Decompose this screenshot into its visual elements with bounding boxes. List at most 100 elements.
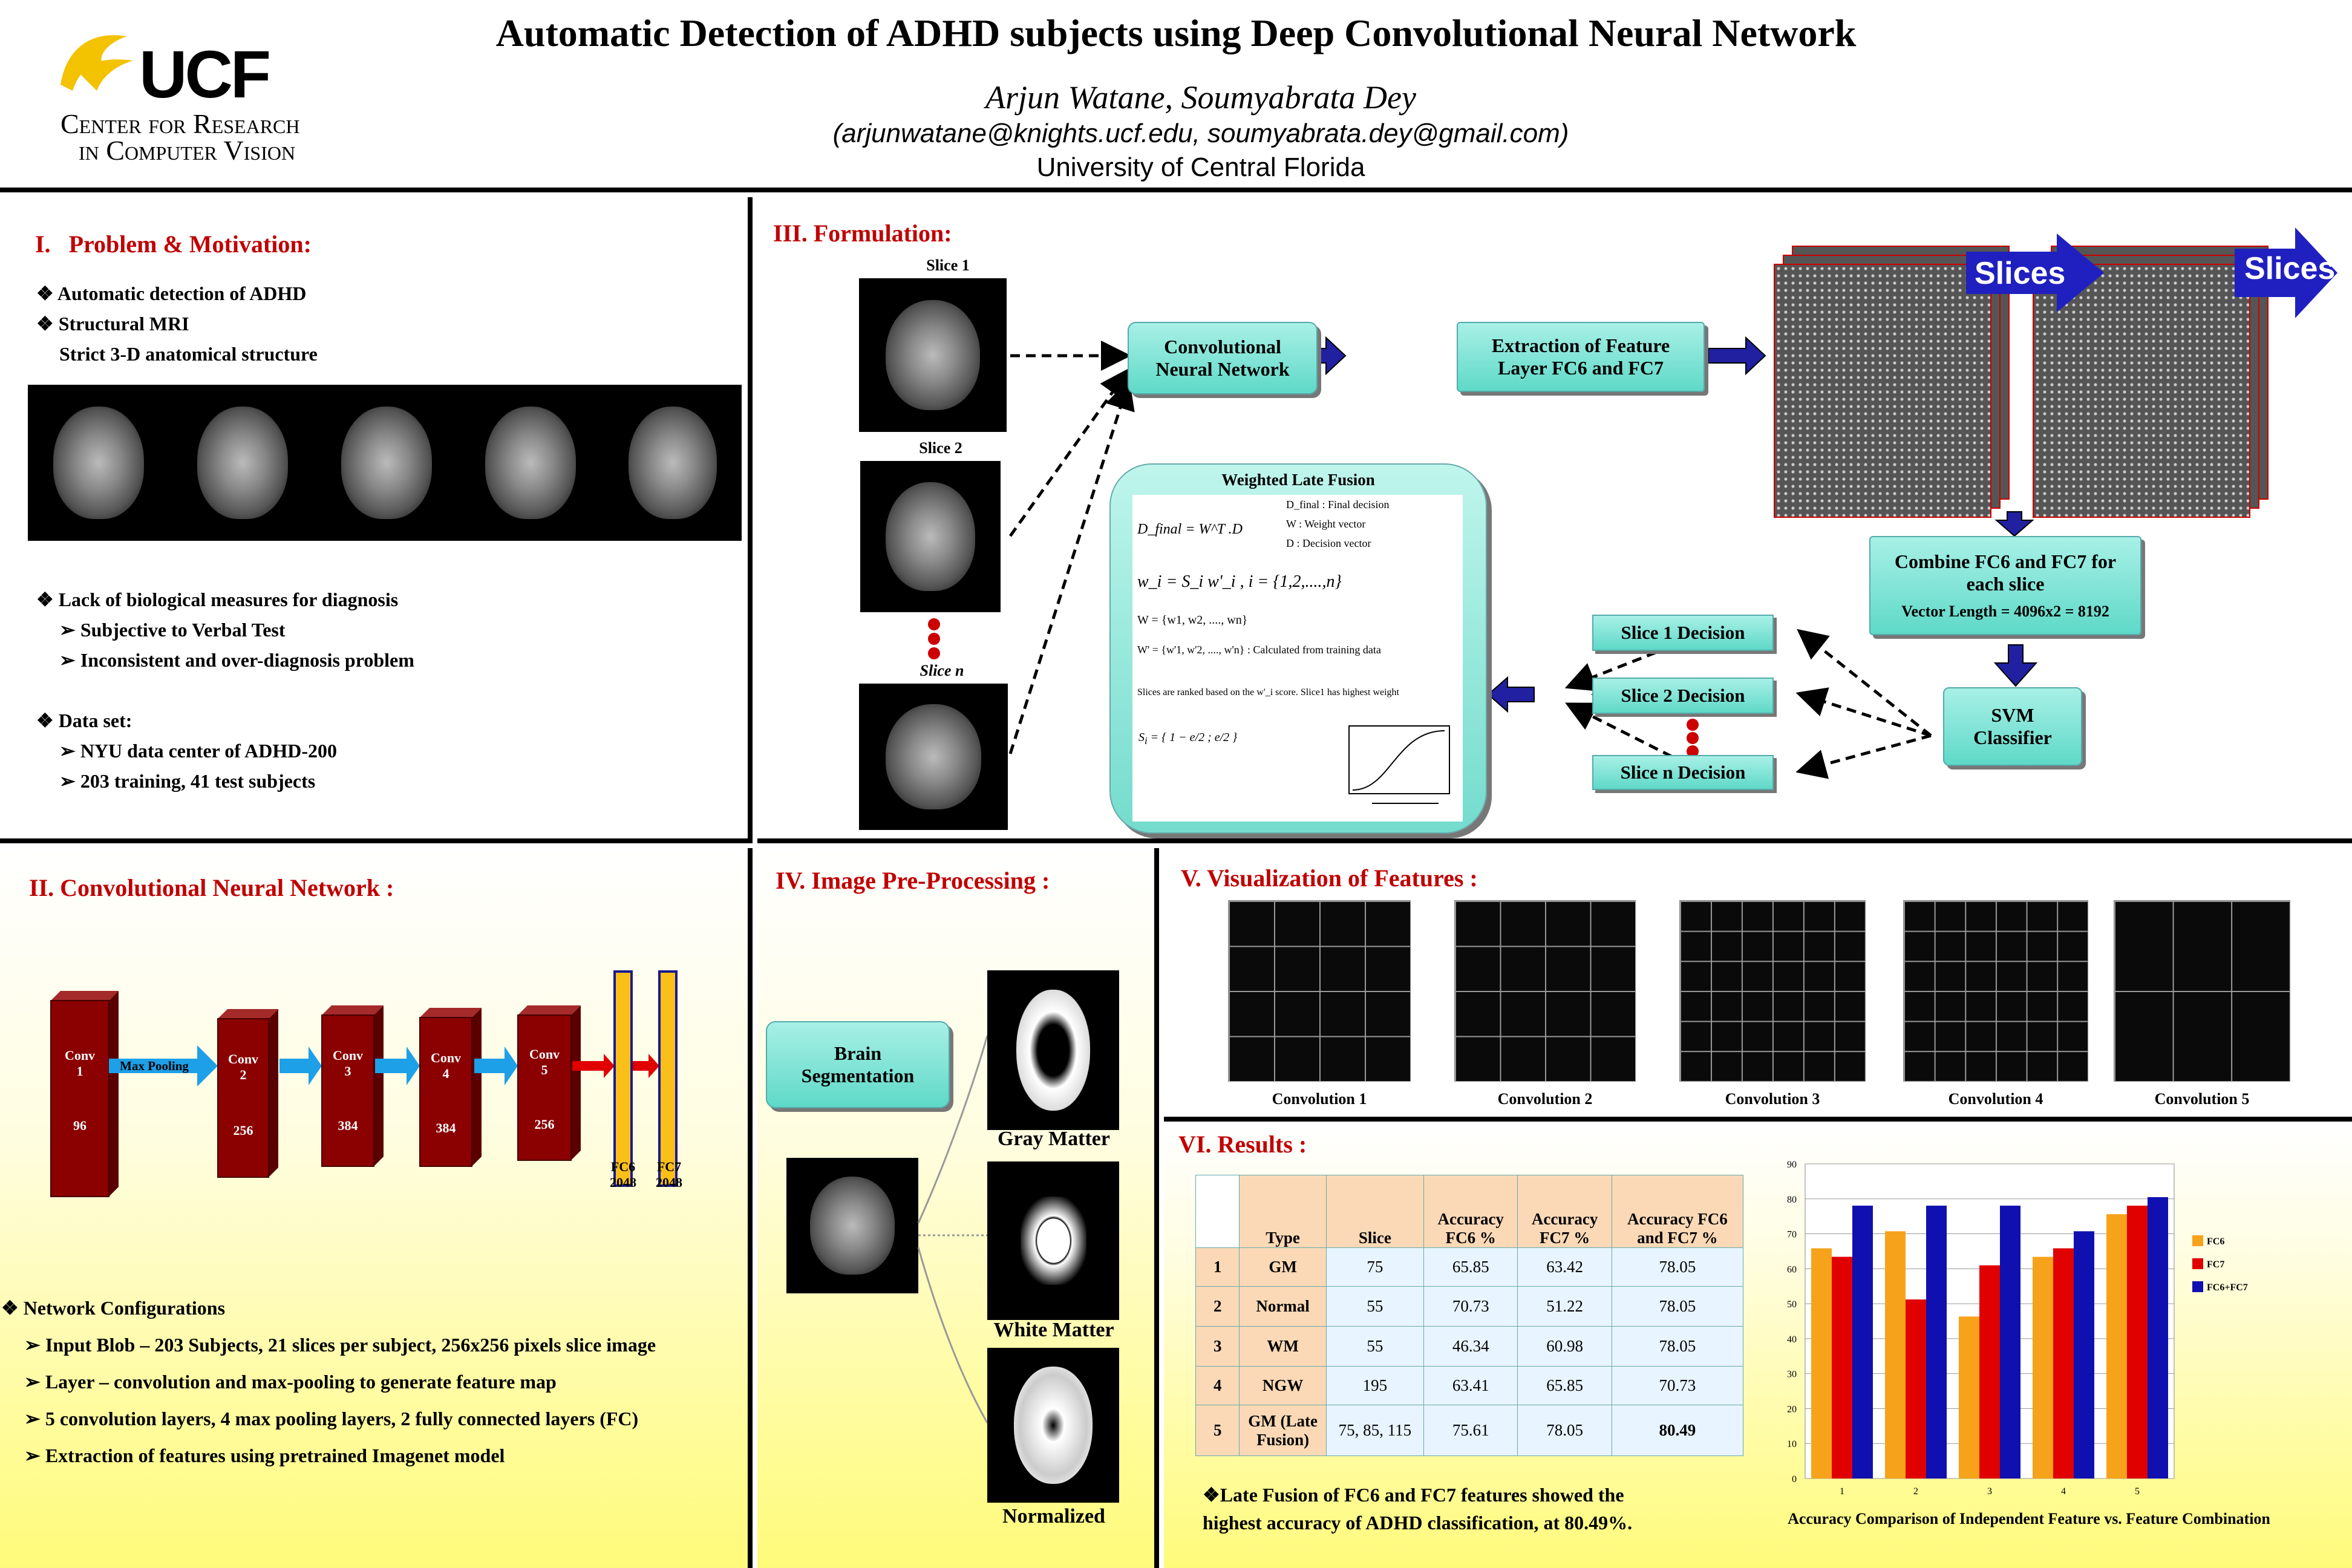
conv3-label: Conv 3 — [332, 1048, 364, 1079]
section-title: V. Visualization of Features : — [1181, 864, 1478, 892]
normalized-image — [987, 1348, 1119, 1503]
section-problem: I. Problem & Motivation: ❖ Automatic det… — [0, 197, 753, 843]
equation: W : Weight vector — [1286, 518, 1366, 530]
config-item: ➢ Extraction of features using pretraine… — [24, 1445, 505, 1466]
ellipsis-dot — [1687, 745, 1699, 757]
equation: w_i = S_i w'_i , i = {1,2,....,n} — [1137, 572, 1342, 591]
bar — [2000, 1206, 2020, 1478]
conclusion: ❖Late Fusion of FC6 and FC7 features sho… — [1203, 1481, 1632, 1537]
bar — [2033, 1256, 2053, 1478]
fusion-equations: D_final = W^T .D D_final : Final decisio… — [1132, 495, 1463, 822]
bullet: ❖ Data set: — [36, 710, 132, 731]
network-configs: ❖ Network Configurations ➢ Input Blob – … — [1, 1290, 656, 1474]
table-cell: 55 — [1325, 1326, 1425, 1367]
equation: D_final : Final decision — [1286, 498, 1390, 511]
y-tick-label: 70 — [1787, 1230, 1797, 1240]
bar — [1926, 1206, 1947, 1478]
bullet: ❖ Lack of biological measures for diagno… — [36, 589, 399, 610]
bullet: ➢ NYU data center of ADHD-200 — [59, 740, 338, 762]
table-cell: NGW — [1239, 1366, 1327, 1405]
legend-label: FC6+FC7 — [2207, 1282, 2248, 1293]
authors: Arjun Watane, Soumyabrata Dey — [985, 79, 1416, 116]
table-cell: 65.85 — [1517, 1366, 1612, 1405]
feature-maps: Slices Slices — [1774, 227, 2342, 524]
conv3-size: 384 — [338, 1118, 358, 1133]
equation: W = {w1, w2, ...., wn} — [1137, 613, 1248, 627]
bar — [1906, 1299, 1926, 1478]
sigmoid-plot — [1348, 725, 1450, 804]
mri-slice — [316, 385, 457, 541]
table-row: 2 Normal 55 70.73 51.22 78.05 — [1195, 1286, 1744, 1327]
fc6-label: FC6 — [610, 1159, 636, 1174]
mri-slice — [604, 385, 742, 541]
slice2-decision: Slice 2 Decision — [1592, 678, 1774, 714]
equation: D : Decision vector — [1286, 537, 1371, 549]
slices-arrow-icon — [2235, 227, 2337, 318]
ucf-logo: UCF Center for Research in Computer Visi… — [54, 24, 345, 169]
logo-text: UCF — [139, 38, 271, 112]
feature-vis-conv3 — [1679, 900, 1866, 1082]
pegasus-icon — [60, 35, 133, 91]
y-tick-label: 20 — [1787, 1404, 1797, 1414]
section-cnn: II. Convolutional Neural Network : C — [0, 848, 753, 1568]
feature-map-stack — [2033, 264, 2250, 518]
config-item: ➢ Input Blob – 203 Subjects, 21 slices p… — [24, 1334, 656, 1356]
feature-vis-conv1 — [1228, 900, 1411, 1082]
results-table: Type Slice Accuracy FC6 % Accuracy FC7 %… — [1195, 1175, 1744, 1456]
slice2-image — [860, 461, 1001, 612]
bar — [1885, 1231, 1906, 1478]
emails: (arjunwatane@knights.ucf.edu, soumyabrat… — [832, 119, 1569, 148]
caption-conv4: Convolution 4 — [1948, 1090, 2043, 1108]
y-tick-label: 50 — [1787, 1299, 1797, 1310]
chart-title: Accuracy Comparison of Independent Featu… — [1788, 1510, 2270, 1527]
feature-map-stack — [1774, 264, 1991, 518]
normalized-label: Normalized — [1002, 1505, 1105, 1527]
table-cell: GM (Late Fusion) — [1239, 1405, 1327, 1456]
table-header: Accuracy FC6 % — [1423, 1175, 1518, 1248]
table-cell: 75 — [1325, 1247, 1425, 1287]
table-header: Slice — [1325, 1175, 1425, 1248]
conv2-label: Conv 2 — [227, 1051, 259, 1082]
y-tick-label: 80 — [1787, 1195, 1797, 1205]
bullet: Strict 3-D anatomical structure — [59, 343, 318, 365]
conv4-size: 384 — [436, 1120, 456, 1135]
table-row: 1 GM 75 65.85 63.42 78.05 — [1195, 1247, 1744, 1287]
section-title: IV. Image Pre-Processing : — [776, 867, 1050, 894]
bar — [1852, 1206, 1873, 1478]
bullets-c: ❖ Data set: ➢ NYU data center of ADHD-20… — [36, 705, 337, 796]
mri-slice — [28, 385, 169, 541]
caption-conv2: Convolution 2 — [1497, 1090, 1593, 1108]
config-item: ➢ 5 convolution layers, 4 max pooling la… — [24, 1408, 639, 1429]
fusion-title: Weighted Late Fusion — [1221, 471, 1375, 489]
fc7-label: FC7 — [656, 1159, 682, 1174]
conclusion-line: highest accuracy of ADHD classification,… — [1203, 1512, 1633, 1534]
bullet: ➢ 203 training, 41 test subjects — [59, 770, 316, 792]
table-cell: 1 — [1195, 1247, 1240, 1287]
combine-box: Combine FC6 and FC7 for each slice Vecto… — [1869, 536, 2141, 635]
caption-conv5: Convolution 5 — [2154, 1090, 2250, 1108]
header: UCF Center for Research in Computer Visi… — [0, 0, 2352, 192]
equation: Slices are ranked based on the w'_i scor… — [1137, 687, 1399, 697]
y-tick-label: 10 — [1787, 1439, 1797, 1449]
cnn-diagram — [50, 970, 678, 1197]
equation: D_final = W^T .D — [1137, 521, 1243, 537]
table-cell: 80.49 — [1611, 1405, 1744, 1456]
table-cell: 75.61 — [1423, 1405, 1518, 1456]
extract-box: Extraction of Feature Layer FC6 and FC7 — [1457, 322, 1705, 392]
ellipsis-dot — [928, 633, 940, 645]
table-row: 4 NGW 195 63.41 65.85 70.73 — [1195, 1366, 1744, 1405]
table-cell: 78.05 — [1611, 1326, 1744, 1367]
table-cell: 70.73 — [1611, 1366, 1744, 1405]
table-cell: 63.41 — [1423, 1366, 1518, 1405]
table-cell: 78.05 — [1611, 1286, 1744, 1327]
ellipsis-dot — [928, 618, 940, 630]
y-tick-label: 0 — [1792, 1474, 1797, 1485]
ellipsis-dot — [928, 647, 940, 659]
cnn-box: Convolutional Neural Network — [1128, 322, 1318, 394]
table-cell: 55 — [1325, 1286, 1425, 1327]
table-header: Type — [1239, 1175, 1327, 1248]
ellipsis-dot — [1687, 719, 1699, 731]
mri-slice — [460, 385, 601, 541]
feature-vis-conv5 — [2114, 900, 2290, 1082]
